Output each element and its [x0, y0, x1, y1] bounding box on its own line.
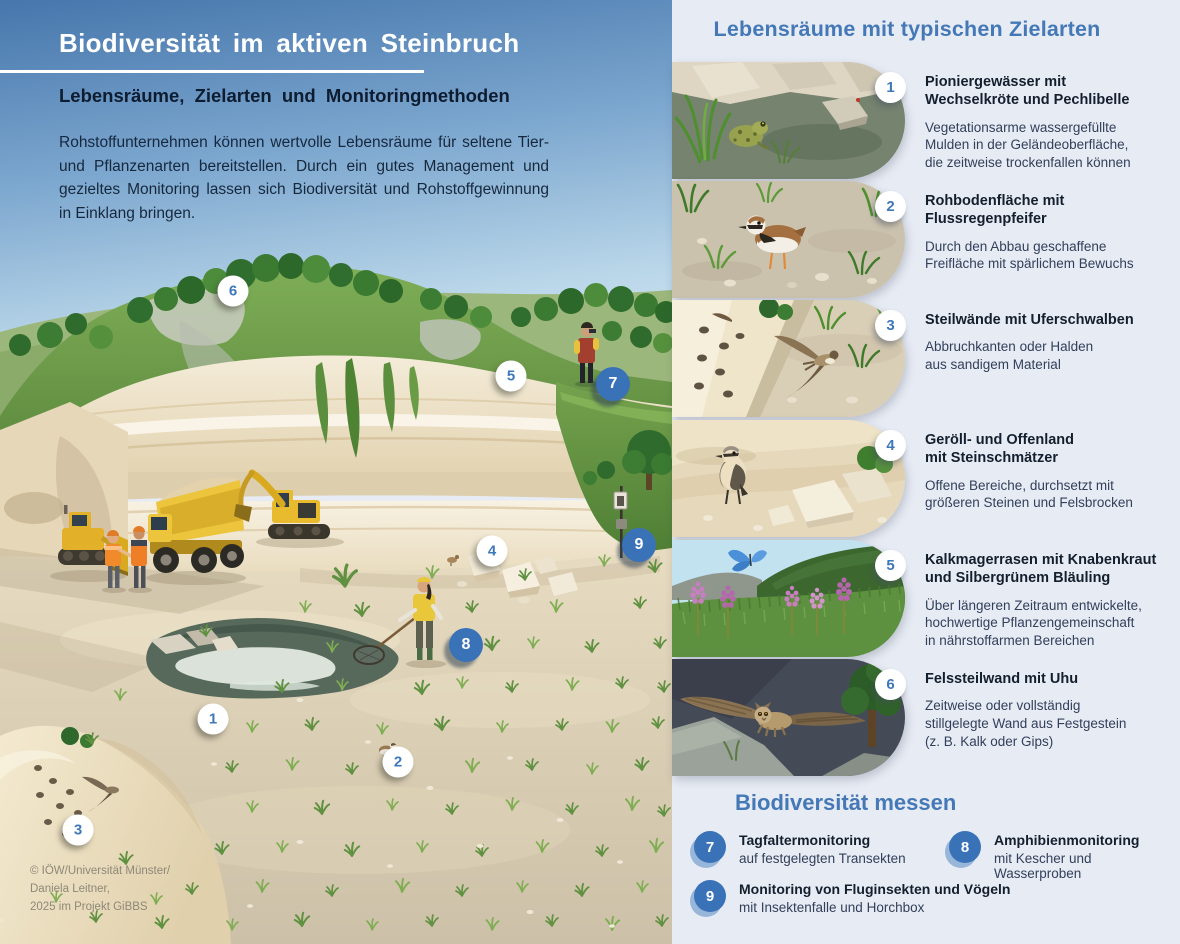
excavator — [234, 469, 344, 548]
monitoring-title-7: Tagfaltermonitoring — [739, 832, 871, 848]
credit-text: © IÖW/Universität Münster/ Daniela Leitn… — [30, 865, 171, 914]
pebbles — [0, 698, 623, 928]
scene-marker-8: 8 — [449, 628, 483, 662]
tree-cluster — [9, 253, 672, 356]
habitat-badge-1: 1 — [875, 72, 906, 103]
scene-marker-2: 2 — [382, 746, 414, 778]
habitat-item-2: 2 Rohbodenfläche mit Flussregenpfeifer D… — [672, 181, 1180, 298]
habitat-badge-3: 3 — [875, 310, 906, 341]
monitoring-badge-9: 9 — [694, 880, 726, 912]
poster-paragraph: Rohstoffunternehmen können wertvolle Leb… — [59, 134, 549, 223]
habitat-thumb-owl-rockface-image — [672, 659, 905, 776]
habitat-desc-6: Zeitweise oder vollständig stillgelegte … — [925, 698, 1127, 750]
flying-swallow — [774, 335, 839, 398]
monitoring-item-9: 9 Monitoring von Fluginsekten und Vögeln… — [694, 880, 1010, 915]
habitat-badge-4: 4 — [875, 430, 906, 461]
habitat-item-6: 6 Felssteilwand mit Uhu Zeitweise oder v… — [672, 659, 1180, 776]
habitat-item-4: 4 Geröll- und Offenland mit Steinschmätz… — [672, 420, 1180, 537]
habitat-thumb-sand-wall-image — [672, 300, 905, 417]
habitat-thumb-wheatear-image — [672, 420, 905, 537]
poster-title: Biodiversität im aktiven Steinbruch — [59, 28, 520, 58]
habitat-title-3: Steilwände mit Uferschwalben — [925, 312, 1134, 328]
flying-owl — [680, 696, 866, 737]
scene-marker-1: 1 — [197, 703, 229, 735]
monitoring-desc-7: auf festgelegten Transekten — [739, 851, 906, 866]
scene-marker-3: 3 — [62, 814, 94, 846]
dump-truck — [146, 477, 246, 585]
monitoring-badge-8: 8 — [949, 831, 981, 863]
blue-butterfly — [728, 549, 767, 572]
monitoring-title-8: Amphibienmonitoring — [994, 832, 1140, 848]
monitoring-item-7: 7 Tagfaltermonitoring auf festgelegten T… — [694, 831, 906, 866]
habitat-desc-4: Offene Bereiche, durchsetzt mit größeren… — [925, 477, 1133, 511]
habitat-thumb-orchid-meadow-image — [672, 540, 905, 657]
monitoring-item-8: 8 Amphibienmonitoring mit Kescher und Wa… — [949, 831, 1180, 881]
monitoring-title-9: Monitoring von Fluginsekten und Vögeln — [739, 881, 1011, 897]
title-divider — [0, 70, 424, 73]
info-panel: Lebensräume mit typischen Zielarten — [672, 0, 1180, 944]
monitoring-desc-9: mit Insektenfalle und Horchbox — [739, 900, 925, 915]
habitat-item-3: 3 Steilwände mit Uferschwalben Abbruchka… — [672, 300, 1180, 417]
swallow-bird — [82, 776, 119, 812]
habitats-header: Lebensräume mit typischen Zielarten — [713, 17, 1101, 41]
scene-marker-5: 5 — [495, 360, 527, 392]
quarry-illustration — [0, 0, 672, 944]
habitat-thumb-plover-image — [672, 181, 905, 298]
orchid-spikes — [690, 577, 852, 638]
scene-marker-6: 6 — [217, 275, 249, 307]
scene-marker-9: 9 — [622, 528, 656, 562]
scene-marker-4: 4 — [476, 535, 508, 567]
habitat-thumb-frog-pond-image — [672, 62, 905, 179]
habitat-badge-6: 6 — [875, 669, 906, 700]
habitat-desc-5: Über längeren Zeitraum entwickelte, hoch… — [925, 597, 1142, 649]
monitoring-badge-7: 7 — [694, 831, 726, 863]
researcher-figure — [353, 577, 446, 668]
worker-figures — [102, 526, 152, 593]
scene-marker-7: 7 — [596, 367, 630, 401]
monitoring-header: Biodiversität messen — [735, 790, 957, 815]
monitoring-desc-8: mit Kescher und Wasserproben — [994, 851, 1092, 881]
habitat-title-2: Rohbodenfläche mit Flussregenpfeifer — [925, 193, 1065, 228]
habitat-desc-3: Abbruchkanten oder Halden aus sandigem M… — [925, 339, 1094, 373]
quarry-scene-panel: Biodiversität im aktiven Steinbruch Lebe… — [0, 0, 672, 944]
poster-subtitle: Lebensräume, Zielarten und Monitoringmet… — [59, 85, 510, 106]
bulldozer — [50, 505, 128, 582]
monitoring-pole — [613, 486, 628, 558]
habitat-title-5: Kalkmagerrasen mit Knabenkraut und Silbe… — [925, 552, 1157, 587]
habitat-desc-1: Vegetationsarme wassergefüllte Mulden in… — [925, 119, 1131, 171]
habitat-item-1: 1 Pioniergewässer mit Wechselkröte und P… — [672, 62, 1180, 179]
pioneer-pond — [146, 618, 399, 699]
habitat-title-1: Pioniergewässer mit Wechselkröte und Pec… — [925, 74, 1130, 109]
observer-figure — [574, 322, 599, 387]
habitat-badge-5: 5 — [875, 550, 906, 581]
habitat-badge-2: 2 — [875, 191, 906, 222]
habitat-title-6: Felssteilwand mit Uhu — [925, 671, 1079, 687]
small-bird — [447, 555, 459, 566]
habitat-title-4: Geröll- und Offenland mit Steinschmätzer — [925, 432, 1075, 467]
habitat-desc-2: Durch den Abbau geschaffene Freifläche m… — [925, 238, 1134, 272]
habitat-item-5: 5 Kalkmagerrasen mit Knabenkraut und Sil… — [672, 540, 1180, 657]
